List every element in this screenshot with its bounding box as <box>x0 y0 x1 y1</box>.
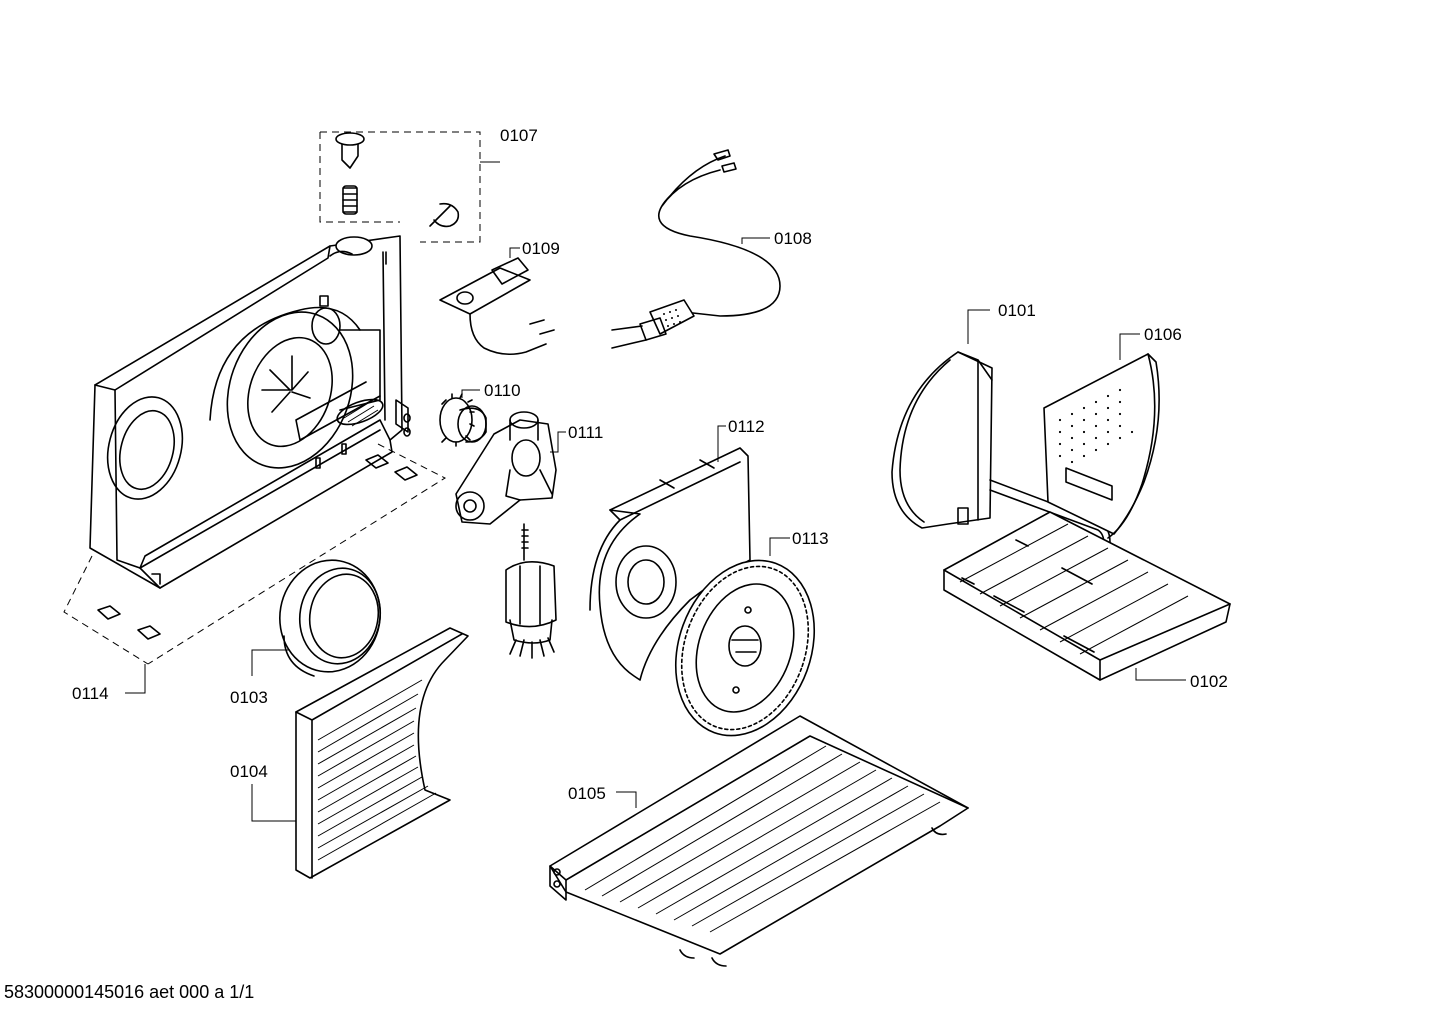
main-housing <box>89 235 411 589</box>
label-0102: 0102 <box>1190 672 1228 691</box>
part-0111-gear-housing <box>455 411 566 525</box>
label-0113: 0113 <box>792 529 829 548</box>
drawing-reference-footer: 58300000145016 aet 000 a 1/1 <box>4 982 254 1002</box>
part-0105-base-tray <box>549 715 969 967</box>
part-0107-button-spring <box>319 131 500 243</box>
label-0106: 0106 <box>1144 325 1182 344</box>
part-0103-ring <box>251 559 382 677</box>
label-0114: 0114 <box>72 684 109 703</box>
housing-feet <box>63 443 447 665</box>
part-0102-carriage-tray <box>943 511 1231 681</box>
part-0114-feet <box>97 605 161 694</box>
label-0111: 0111 <box>568 423 603 442</box>
part-0110-gear <box>439 389 487 447</box>
label-0109: 0109 <box>522 239 560 258</box>
label-0105: 0105 <box>568 784 606 803</box>
part-0112-blade-guard <box>589 425 751 681</box>
part-0113-blade <box>674 537 816 737</box>
label-0107: 0107 <box>500 126 538 145</box>
part-0106-grip-plate <box>1043 333 1160 539</box>
label-0112: 0112 <box>728 417 765 436</box>
label-0101: 0101 <box>998 301 1036 320</box>
part-0109-switch <box>439 247 555 356</box>
motor <box>505 523 557 659</box>
label-0103: 0103 <box>230 688 268 707</box>
part-0104-side-tray <box>251 627 469 879</box>
label-0110: 0110 <box>484 381 521 400</box>
part-0108-power-cord <box>611 149 781 349</box>
label-0104: 0104 <box>230 762 268 781</box>
label-0108: 0108 <box>774 229 812 248</box>
